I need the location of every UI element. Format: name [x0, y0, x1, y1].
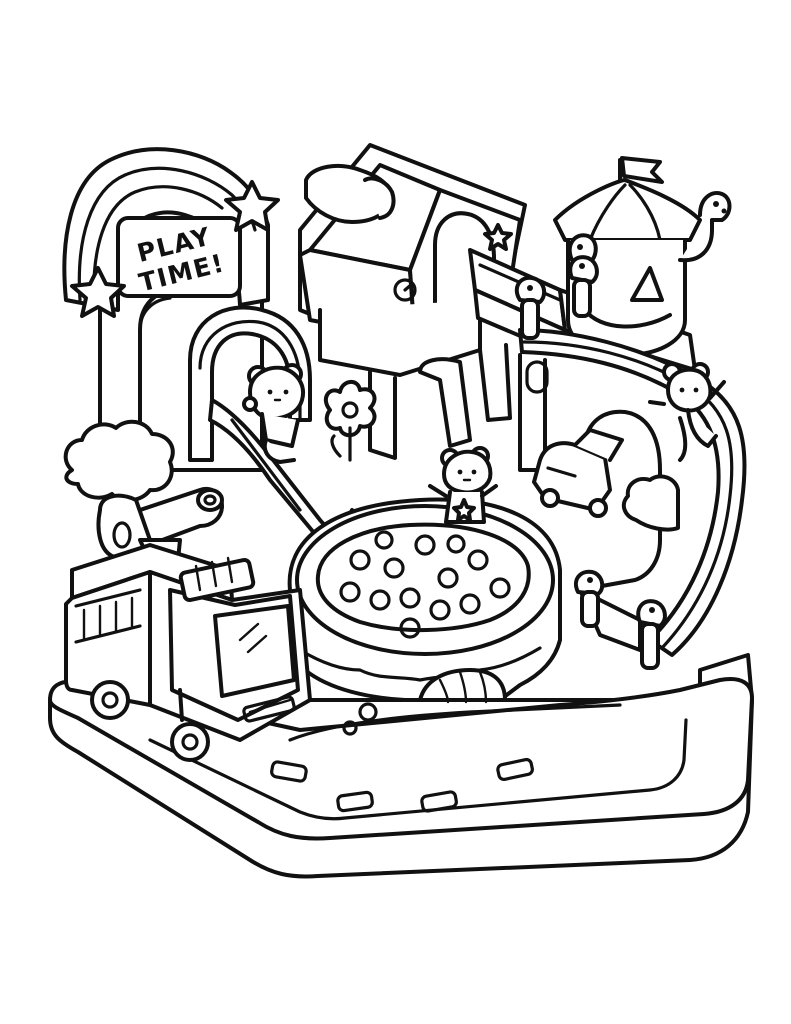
bushes: [63, 419, 680, 532]
bear-in-pit: [428, 446, 498, 524]
star-icon: [70, 266, 126, 318]
bear-on-slide: [242, 363, 305, 464]
flower: [323, 380, 377, 462]
pit-balls: [339, 530, 511, 639]
road-markings: [270, 757, 534, 813]
fire-truck: [64, 543, 312, 762]
star-icon: [224, 180, 280, 232]
bear-climbing: [648, 362, 726, 462]
treehouse: [298, 143, 527, 460]
mushroom-posts: [514, 255, 667, 670]
star-icon: [483, 223, 513, 251]
toy-car: [532, 428, 624, 518]
rainbow-sign: PLAY TIME!: [62, 147, 280, 318]
star-icon: [452, 498, 476, 522]
